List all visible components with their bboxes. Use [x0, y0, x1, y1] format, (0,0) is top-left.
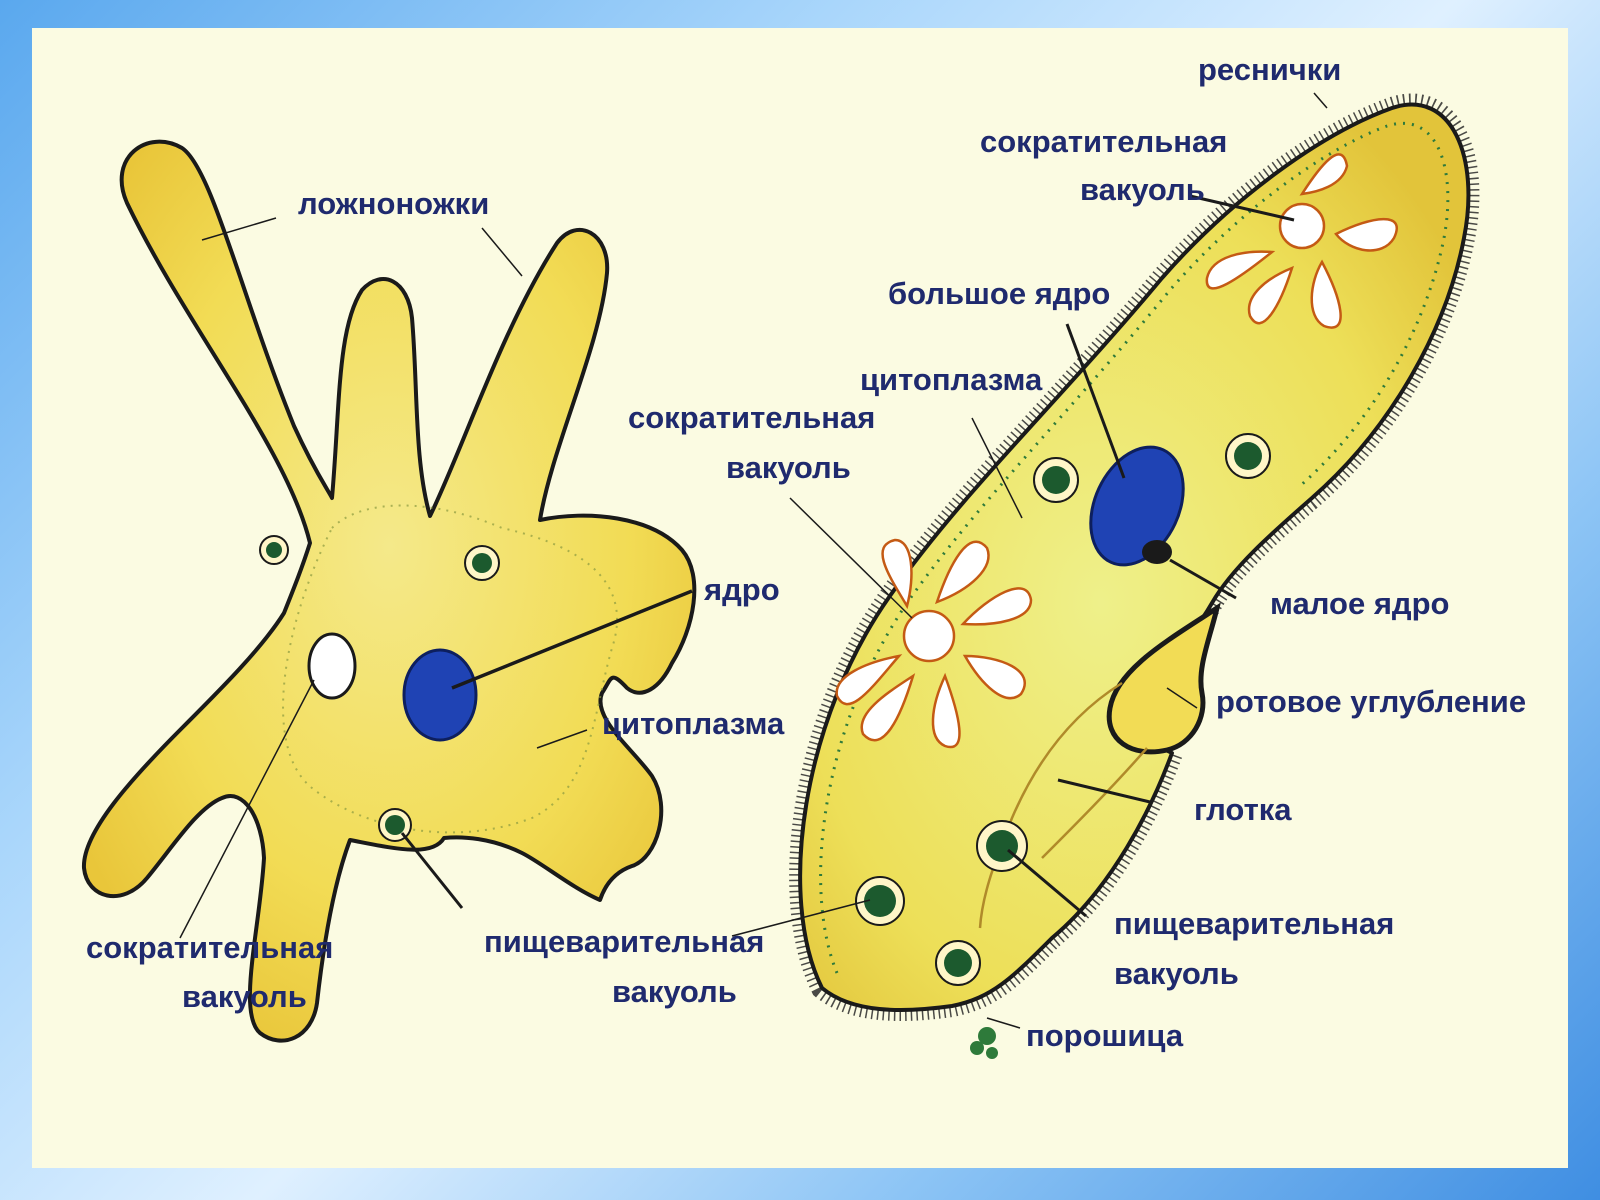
- paramecium-micronucleus: [1142, 540, 1172, 564]
- leader-para-cytoplasm: [971, 417, 1023, 519]
- paramecium-contractile-vacuole-top: [1205, 153, 1398, 329]
- leader-para-oral-groove: [1166, 687, 1198, 709]
- paramecium-pharynx-line: [1041, 747, 1148, 859]
- amoeba-food-vacuole-core: [266, 542, 282, 558]
- paramecium-macronucleus: [1089, 445, 1185, 567]
- amoeba-inner-outline: [282, 504, 618, 834]
- leader-amoeba-cytoplasm: [536, 729, 588, 749]
- label-para-pharynx: глотка: [1194, 792, 1292, 827]
- label-para-contractile-vacuole-top-l1: сократительная: [980, 124, 1227, 159]
- label-para-digestive-vacuole-l2: вакуоль: [1114, 956, 1239, 991]
- paramecium-egested-particle: [970, 1041, 984, 1055]
- paramecium-food-vacuole-core: [944, 949, 972, 977]
- paramecium-egested-particle: [978, 1027, 996, 1045]
- label-amoeba-cytoplasm: цитоплазма: [602, 706, 785, 741]
- label-amoeba-contractile-vacuole-l2: вакуоль: [182, 979, 307, 1014]
- label-para-macronucleus: большое ядро: [888, 276, 1110, 311]
- paramecium-egested-particle: [986, 1047, 998, 1059]
- label-amoeba-digestive-vacuole-l1: пищеварительная: [484, 924, 764, 959]
- label-para-contractile-vacuole-mid-l2: вакуоль: [726, 450, 851, 485]
- paramecium-contractile-vacuole-mid: [835, 538, 1033, 749]
- leader-para-pharynx: [1057, 778, 1151, 804]
- amoeba-food-vacuole-core: [472, 553, 492, 573]
- amoeba-body: [81, 139, 697, 1043]
- paramecium-oral-groove: [1106, 602, 1221, 755]
- leader-para-contractile-vacuole-top: [1189, 194, 1295, 222]
- leader-para-digestive-vacuole-left: [731, 899, 871, 937]
- leader-amoeba-pseudopods-left: [201, 217, 277, 241]
- leader-para-macronucleus: [1065, 323, 1126, 479]
- leader-para-cilia: [1313, 92, 1328, 109]
- amoeba-food-vacuole-core: [385, 815, 405, 835]
- label-para-contractile-vacuole-mid-l1: сократительная: [628, 400, 875, 435]
- paramecium-pharynx-line: [978, 681, 1123, 929]
- leader-para-micronucleus: [1169, 558, 1237, 600]
- amoeba-contractile-vacuole: [307, 632, 357, 700]
- leader-para-digestive-vacuole-right: [1007, 848, 1087, 918]
- label-para-cilia: реснички: [1198, 52, 1341, 87]
- leader-amoeba-pseudopods-right: [481, 227, 523, 277]
- label-para-oral-groove: ротовое углубление: [1216, 684, 1526, 719]
- amoeba: [81, 139, 697, 1043]
- label-para-digestive-vacuole-l1: пищеварительная: [1114, 906, 1394, 941]
- leader-para-contractile-vacuole-mid: [789, 497, 913, 619]
- protozoa-diagram: ложноножки сократительная ядро цитоплазм…: [81, 52, 1526, 1059]
- label-amoeba-contractile-vacuole-l1: сократительная: [86, 930, 333, 965]
- leader-amoeba-contractile-vacuole: [179, 679, 315, 939]
- slide-canvas: ложноножки сократительная ядро цитоплазм…: [32, 28, 1568, 1168]
- paramecium: [789, 93, 1480, 1059]
- paramecium-food-vacuole-core: [1234, 442, 1262, 470]
- label-para-anal-pore: порошица: [1026, 1018, 1184, 1053]
- amoeba-nucleus: [402, 648, 478, 742]
- label-amoeba-pseudopods: ложноножки: [298, 186, 489, 221]
- leader-para-anal-pore: [986, 1017, 1021, 1029]
- label-para-contractile-vacuole-top-l2: вакуоль: [1080, 172, 1205, 207]
- leader-amoeba-digestive-vacuole: [400, 832, 464, 909]
- leader-lines: [179, 92, 1328, 1029]
- label-para-cytoplasm: цитоплазма: [860, 362, 1043, 397]
- label-amoeba-digestive-vacuole-l2: вакуоль: [612, 974, 737, 1009]
- label-amoeba-nucleus: ядро: [703, 572, 780, 607]
- leader-amoeba-nucleus: [451, 589, 693, 690]
- labels: ложноножки сократительная ядро цитоплазм…: [86, 52, 1526, 1053]
- paramecium-food-vacuole-core: [1042, 466, 1070, 494]
- paramecium-food-vacuole-core: [864, 885, 896, 917]
- paramecium-food-vacuole-core: [986, 830, 1018, 862]
- label-para-micronucleus: малое ядро: [1270, 586, 1449, 621]
